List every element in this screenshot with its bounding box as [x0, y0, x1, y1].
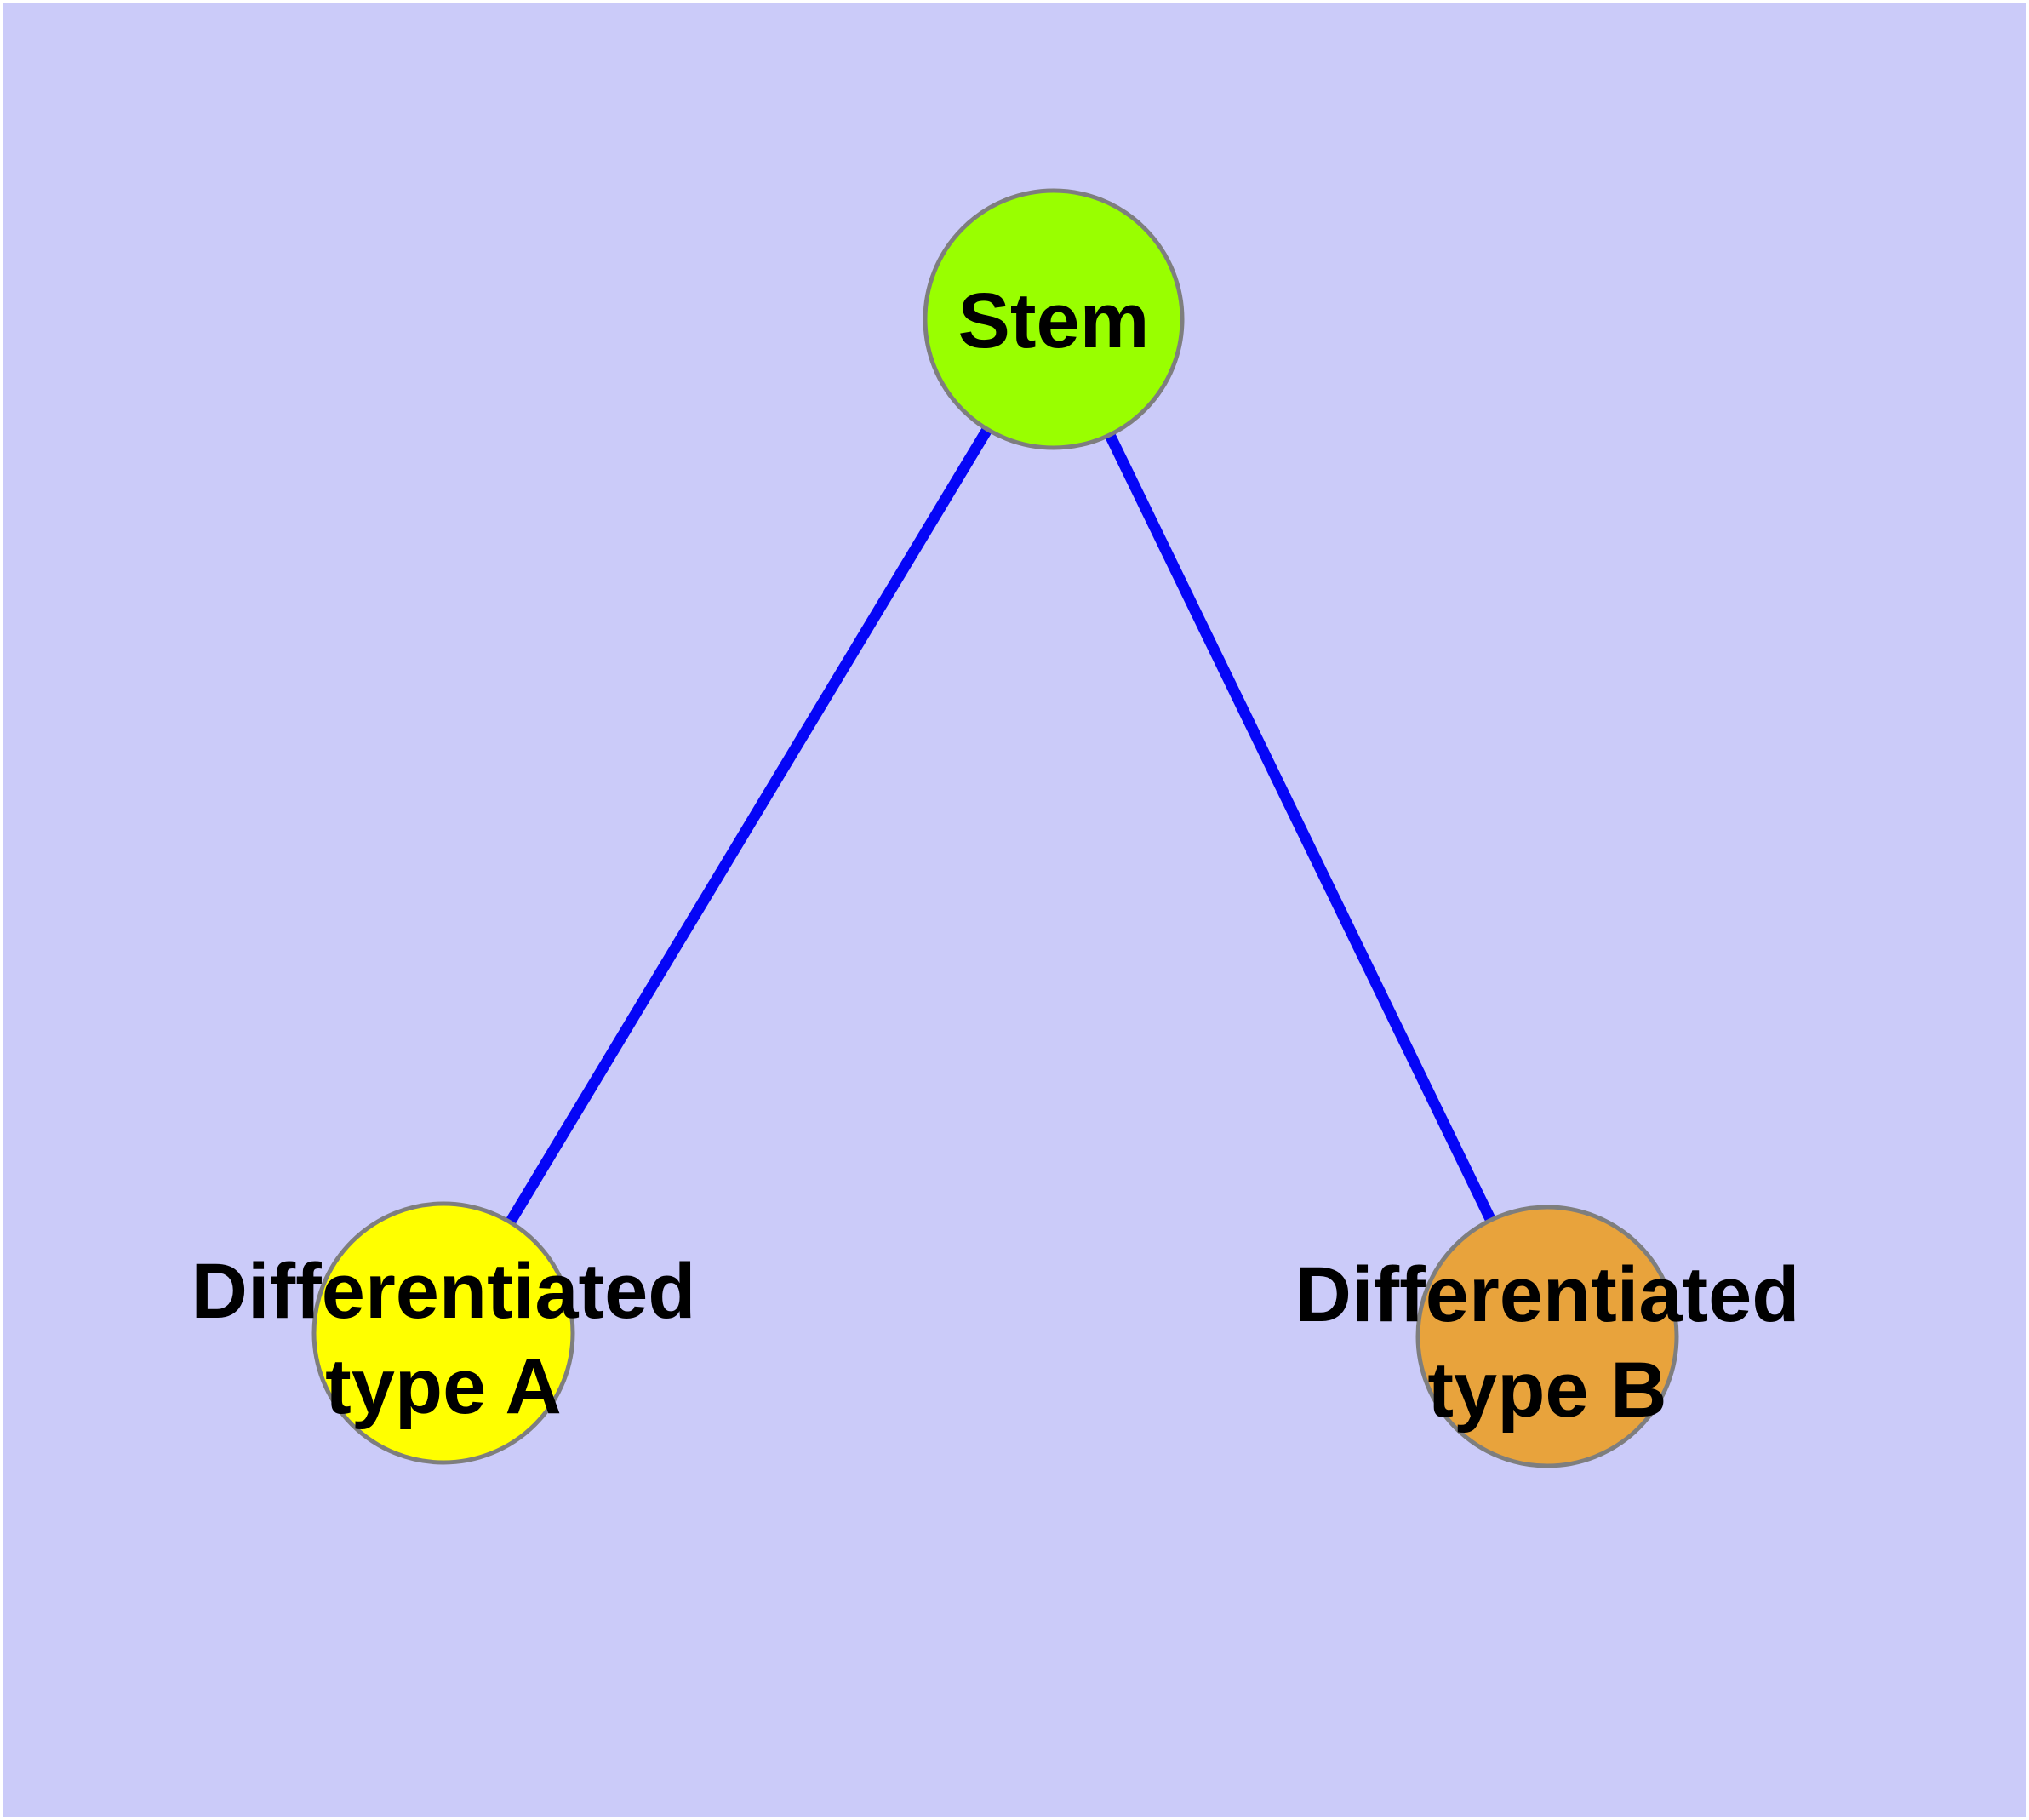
node-label-differentiated-type-a-line-1: Differentiated: [191, 1248, 696, 1335]
node-label-differentiated-type-a-line-2: type A: [325, 1343, 562, 1430]
edge-stem-to-differentiated-type-b: [1049, 317, 1552, 1339]
edge-stem-to-differentiated-type-a: [438, 316, 1059, 1336]
node-label-differentiated-type-b-line-2: type B: [1427, 1347, 1666, 1434]
node-label-stem-line-1: Stem: [958, 278, 1150, 364]
node-stem: [923, 188, 1185, 450]
edges-layer: [438, 316, 1552, 1339]
nodes-layer: [311, 188, 1679, 1468]
node-label-differentiated-type-b-line-1: Differentiated: [1295, 1251, 1800, 1338]
node-differentiated-type-b: [1415, 1205, 1679, 1468]
node-differentiated-type-a: [311, 1201, 575, 1465]
